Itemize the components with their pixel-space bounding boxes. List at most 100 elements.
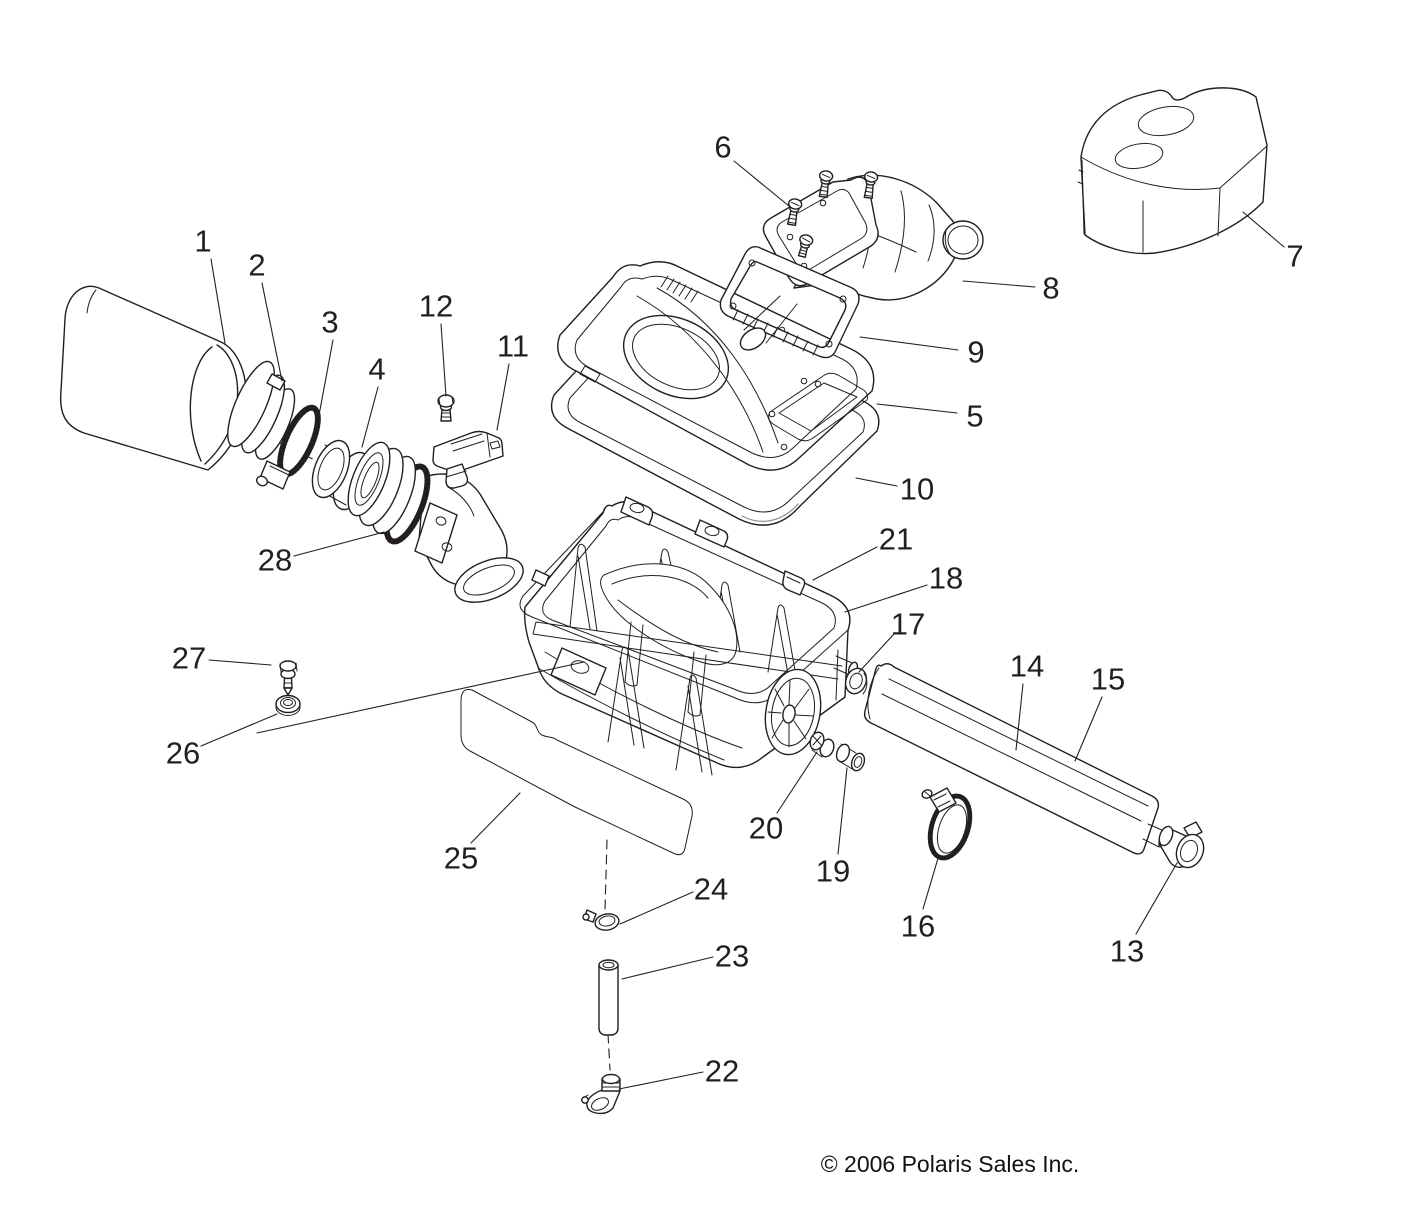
washer (275, 694, 301, 716)
callout-1: 1 (194, 224, 211, 259)
callout-4: 4 (368, 352, 385, 387)
callout-leader-10 (855, 477, 898, 487)
callout-11: 11 (497, 329, 529, 364)
callout-leader-4 (361, 386, 379, 448)
callout-leader-18 (844, 584, 928, 613)
callout-leader-8 (962, 280, 1036, 288)
callout-leader-5 (876, 403, 958, 414)
callout-leader-25 (470, 792, 521, 844)
callout-leader-3 (316, 339, 334, 427)
callout-leader-6 (733, 160, 790, 207)
elbow-fitting (1158, 821, 1205, 869)
callout-leader-9 (859, 336, 959, 351)
callout-leader-2 (261, 282, 283, 382)
grommet (844, 667, 868, 695)
callout-6: 6 (714, 130, 731, 165)
cover-grille (660, 275, 699, 303)
heat-shield-outline (460, 689, 693, 856)
screw-icon (818, 170, 834, 199)
box-scoop (600, 563, 738, 666)
screw-icon (797, 234, 814, 259)
screw-icon (786, 198, 803, 227)
callout-26: 26 (166, 736, 200, 771)
callout-leader-7 (1242, 211, 1285, 248)
duct-outlet (942, 220, 984, 260)
callout-leader-22 (618, 1071, 704, 1090)
box-cones (569, 543, 797, 776)
bolt (437, 394, 455, 422)
callout-leader-14 (1015, 683, 1024, 751)
callout-28: 28 (258, 543, 292, 578)
foam-block (1077, 87, 1268, 255)
callout-27: 27 (172, 641, 206, 676)
callout-22: 22 (705, 1054, 739, 1089)
callout-24: 24 (694, 872, 728, 907)
screws (786, 170, 879, 259)
clip (782, 570, 806, 596)
drain-valve (581, 1073, 621, 1115)
filter-canister (59, 285, 247, 471)
grommet-bushing (809, 731, 835, 758)
canister-neck-rings (227, 360, 296, 460)
hose-clamp-canister (255, 404, 321, 490)
mount-tab (550, 647, 607, 696)
callout-leader-20 (776, 751, 818, 814)
callout-leader-13 (1135, 862, 1178, 935)
drain-axis (604, 839, 611, 1071)
drain-tube (598, 959, 619, 1036)
airbox-base (519, 496, 859, 776)
callout-21: 21 (879, 522, 913, 557)
callout-leader-16 (922, 854, 940, 910)
callout-3: 3 (321, 305, 338, 340)
callout-leader-1 (210, 258, 226, 344)
callout-leader-26 (200, 713, 278, 747)
push-rivet (279, 660, 298, 696)
callout-7: 7 (1286, 239, 1303, 274)
callout-18: 18 (929, 561, 963, 596)
bracket-hatch (732, 309, 819, 356)
callout-20: 20 (749, 811, 783, 846)
callout-17: 17 (891, 607, 925, 642)
map-sensor (432, 430, 504, 489)
callout-leader-17 (858, 633, 895, 673)
callout-8: 8 (1042, 271, 1059, 306)
drain-clamp (582, 909, 620, 931)
callout-leader-23 (621, 956, 714, 980)
callout-12: 12 (419, 289, 453, 324)
hose-clamp (921, 787, 973, 861)
callout-leader-12 (440, 323, 447, 397)
rim-tab (694, 519, 729, 548)
callout-15: 15 (1091, 662, 1125, 697)
callout-2: 2 (248, 248, 265, 283)
callout-14: 14 (1010, 649, 1044, 684)
callout-23: 23 (715, 939, 749, 974)
callout-leader-28 (293, 531, 385, 557)
callout-leader-26 (256, 661, 585, 734)
callout-9: 9 (967, 335, 984, 370)
duct-throat (739, 295, 798, 351)
callout-leader-11 (496, 363, 510, 431)
mounting-bracket (719, 246, 860, 359)
callout-5: 5 (966, 399, 983, 434)
copyright-notice: © 2006 Polaris Sales Inc. (821, 1151, 1080, 1177)
airbox-cover (557, 261, 875, 471)
boot-bracket (414, 502, 458, 564)
callout-leader-24 (619, 891, 694, 925)
screw-icon (863, 171, 879, 200)
callout-19: 19 (816, 854, 850, 889)
neck-tab (266, 373, 286, 391)
callout-13: 13 (1110, 934, 1144, 969)
box-outlet (764, 668, 822, 756)
callout-leader-21 (812, 546, 878, 581)
callout-leader-19 (837, 767, 848, 855)
air-intake-duct (762, 174, 984, 301)
callout-leader-15 (1074, 696, 1103, 762)
callout-25: 25 (444, 841, 478, 876)
rim-tab (620, 496, 654, 526)
intake-boot (347, 441, 524, 603)
callout-leader-27 (208, 659, 272, 666)
spacer-bushing (835, 743, 866, 772)
